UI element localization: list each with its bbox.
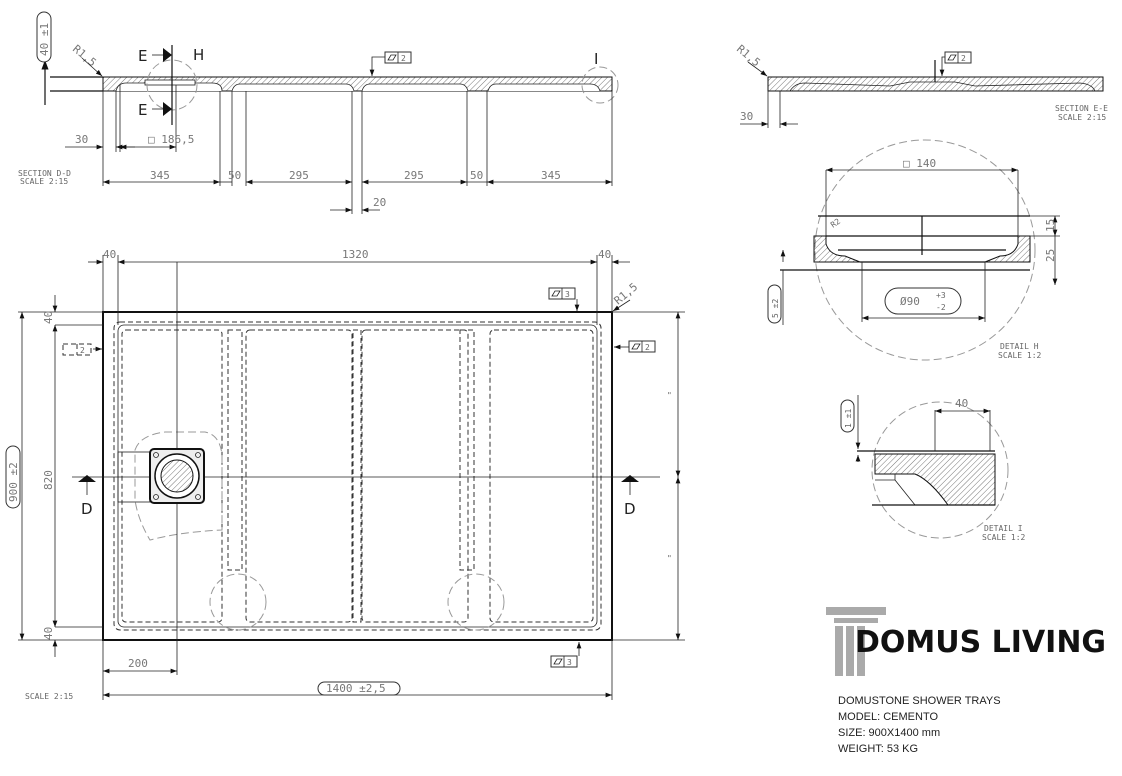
dim-50-left: 50 [228, 169, 241, 182]
cut-label-e-top: E [138, 47, 147, 65]
detail-h-title: DETAIL H [1000, 342, 1039, 351]
detail-i-label: I [594, 50, 598, 68]
section-d-d-title: SECTION D-D [18, 169, 71, 178]
size-info: SIZE: 900X1400 mm [838, 727, 940, 739]
diameter-dim: Ø90 [900, 295, 920, 308]
brand-logo-text: DOMUS LIVING [855, 625, 1106, 660]
section-d-d: 40 ±1 R1,5 E E H I 2 30 □ 186,5 [18, 11, 619, 214]
radius-dim: R1,5 [734, 42, 763, 69]
diameter-tol-plus: +3 [936, 291, 946, 300]
section-arrow-icon [621, 475, 639, 482]
cut-arrow-icon [163, 102, 172, 116]
dim-top-40: 40 [42, 311, 55, 324]
detail-h: □ 140 R2 Ø90 +3 -2 15 25 5 ±2 DETAIL H S… [767, 139, 1060, 361]
dim-820: 820 [42, 470, 55, 490]
detail-i-scale: SCALE 1:2 [982, 533, 1026, 542]
section-e-e: R1,5 2 30 SECTION E-E SCALE 2:15 [734, 42, 1108, 128]
length-tolerance-badge [317, 681, 401, 696]
dim-1: 1 ±1 [844, 409, 853, 428]
diameter-tol-minus: -2 [936, 303, 946, 312]
tray-outline [102, 311, 613, 641]
flatness-box-right: 2 [614, 340, 656, 353]
flatness-box-left: 2 [62, 343, 102, 356]
detail-h-scale: SCALE 1:2 [998, 351, 1042, 360]
cut-arrow-icon [163, 48, 172, 62]
radius-dim: R2 [829, 217, 842, 230]
plan-ribs [121, 329, 594, 631]
width-tolerance-badge [5, 445, 21, 509]
detail-h-label: H [193, 46, 204, 64]
section-e-e-profile [767, 76, 1104, 92]
weight-info: WEIGHT: 53 KG [838, 743, 918, 755]
rib-width-dim: 20 [373, 196, 386, 209]
drain-square-dim: □ 186,5 [148, 133, 194, 146]
dim-345-right: 345 [541, 169, 561, 182]
dim-1400: 1400 ±2,5 [326, 682, 386, 695]
flatness-box-top: 3 [548, 287, 580, 311]
plan-view: D D 40 1320 40 40 820 40 900 ±2 200 1400… [5, 248, 685, 701]
product-line: DOMUSTONE SHOWER TRAYS [838, 695, 1001, 707]
drain [117, 448, 205, 504]
dim-bottom-40: 40 [42, 627, 55, 640]
dim-25: 25 [1044, 249, 1057, 262]
diameter-tolerance-badge [884, 287, 962, 315]
detail-i-marker [581, 66, 619, 104]
drain-square-dim: □ 140 [903, 157, 936, 170]
model-info: MODEL: CEMENTO [838, 711, 938, 723]
section-arrow-icon [78, 475, 96, 482]
dim-1320: 1320 [342, 248, 369, 261]
dim-15: 15 [1044, 219, 1057, 232]
column-logo-icon [826, 607, 886, 676]
section-label-left: D [81, 500, 93, 518]
dim-900: 900 ±2 [7, 462, 20, 502]
detail-i: 40 1 ±1 DETAIL I SCALE 1:2 [840, 395, 1026, 542]
section-e-e-title: SECTION E-E [1055, 104, 1108, 113]
detail-i-title: DETAIL I [984, 524, 1023, 533]
radius-dim: R1,5 [70, 42, 99, 69]
edge-dim: 30 [75, 133, 88, 146]
thickness-dim: 40 ±1 [38, 23, 51, 56]
dim-200: 200 [128, 657, 148, 670]
dim-5: 5 ±2 [771, 299, 780, 318]
section-d-d-scale: SCALE 2:15 [20, 177, 68, 186]
dim-295-right: 295 [404, 169, 424, 182]
dim-345-left: 345 [150, 169, 170, 182]
flatness-value: 2 [645, 343, 650, 352]
edge-dim: 30 [740, 110, 753, 123]
flatness-value: 2 [961, 54, 966, 63]
dim-left-40: 40 [103, 248, 116, 261]
thickness-tolerance-badge [36, 11, 52, 63]
cut-label-e-bottom: E [138, 101, 147, 119]
dim-50-right: 50 [470, 169, 483, 182]
equal-mark-bottom: " [667, 554, 672, 563]
equal-mark-top: " [667, 391, 672, 400]
flatness-value: 2 [80, 346, 85, 355]
radius-dim: R1,5 [612, 280, 641, 307]
dim-40: 40 [955, 397, 968, 410]
dim-295-left: 295 [289, 169, 309, 182]
flatness-value: 2 [401, 54, 406, 63]
section-e-e-scale: SCALE 2:15 [1058, 113, 1106, 122]
flatness-box-bottom: 3 [550, 642, 582, 668]
dim-right-40: 40 [598, 248, 611, 261]
flatness-value: 3 [567, 658, 572, 667]
section-label-right: D [624, 500, 636, 518]
brand-block: DOMUS LIVING DOMUSTONE SHOWER TRAYS MODE… [826, 607, 1106, 755]
plan-scale: SCALE 2:15 [25, 692, 73, 701]
flatness-value: 3 [565, 290, 570, 299]
